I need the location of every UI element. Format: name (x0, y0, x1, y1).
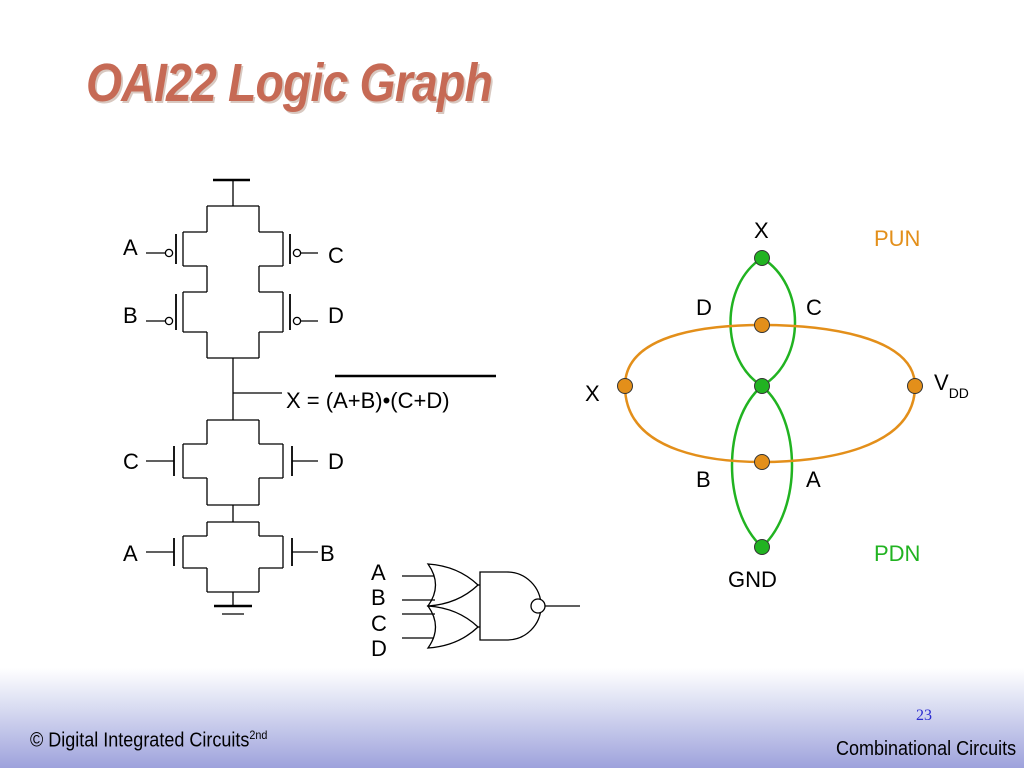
gate-input-d: D (371, 636, 387, 661)
graph-vdd-sub: DD (949, 385, 969, 401)
graph-edge-b-label: B (696, 467, 711, 492)
slide-title: OAI22 Logic Graph (86, 53, 493, 113)
pdn-edge-c (761, 256, 797, 388)
graph-gnd-label: GND (728, 567, 777, 592)
pmos-c (258, 206, 318, 292)
graph-edge-d-label: D (696, 295, 712, 320)
pmos-b-label: B (123, 303, 138, 328)
node-pun-mid-lower (754, 454, 770, 470)
nmos-a (146, 522, 208, 592)
graph-vdd-main: V (934, 370, 949, 395)
graph-x-left-label: X (585, 381, 600, 406)
pmos-d-label: D (328, 303, 344, 328)
edition-superscript: 2nd (249, 728, 268, 742)
nand-bubble (530, 598, 546, 614)
node-pdn-mid (754, 378, 770, 394)
pdn-edge-d (729, 256, 763, 388)
pmos-a (146, 206, 208, 292)
transistor-schematic (146, 178, 496, 615)
gate-input-b: B (371, 585, 386, 610)
copyright-text: © Digital Integrated Circuits2nd (30, 728, 267, 753)
graph-edge-a-label: A (806, 467, 821, 492)
output-equation: X = (A+B)•(C+D) (286, 388, 450, 413)
pdn-edge-b (730, 385, 763, 548)
nmos-d-label: D (328, 449, 344, 474)
pdn-label: PDN (874, 541, 920, 566)
pmos-a-label: A (123, 235, 138, 260)
nmos-a-label: A (123, 541, 138, 566)
pmos-b (146, 291, 208, 358)
node-vdd (907, 378, 923, 394)
nmos-b-label: B (320, 541, 335, 566)
pmos-d (258, 291, 318, 358)
pun-edge-upper (623, 323, 917, 387)
or-gate-lower (426, 605, 479, 649)
gate-input-a: A (371, 560, 386, 585)
node-gnd (754, 539, 770, 555)
gate-input-c: C (371, 611, 387, 636)
section-title: Combinational Circuits (835, 738, 1016, 760)
graph-vdd-label: VDD (934, 370, 969, 401)
oai22-gate-symbol (402, 563, 580, 649)
nmos-c-label: C (123, 449, 139, 474)
node-x-left (617, 378, 633, 394)
pun-label: PUN (874, 226, 920, 251)
node-pun-mid-upper (754, 317, 770, 333)
graph-x-top-label: X (754, 218, 769, 243)
pun-edge-lower (623, 385, 917, 464)
page-number: 23 (916, 707, 932, 724)
nmos-d (258, 420, 318, 505)
pmos-c-label: C (328, 243, 344, 268)
pdn-edge-a (761, 385, 794, 548)
nmos-b (258, 522, 318, 592)
nmos-c (146, 420, 208, 505)
footer-band (0, 668, 1024, 768)
or-gate-upper (426, 563, 479, 607)
logic-graph (617, 250, 923, 555)
graph-edge-c-label: C (806, 295, 822, 320)
node-x-top (754, 250, 770, 266)
copyright-main: © Digital Integrated Circuits (30, 729, 250, 752)
